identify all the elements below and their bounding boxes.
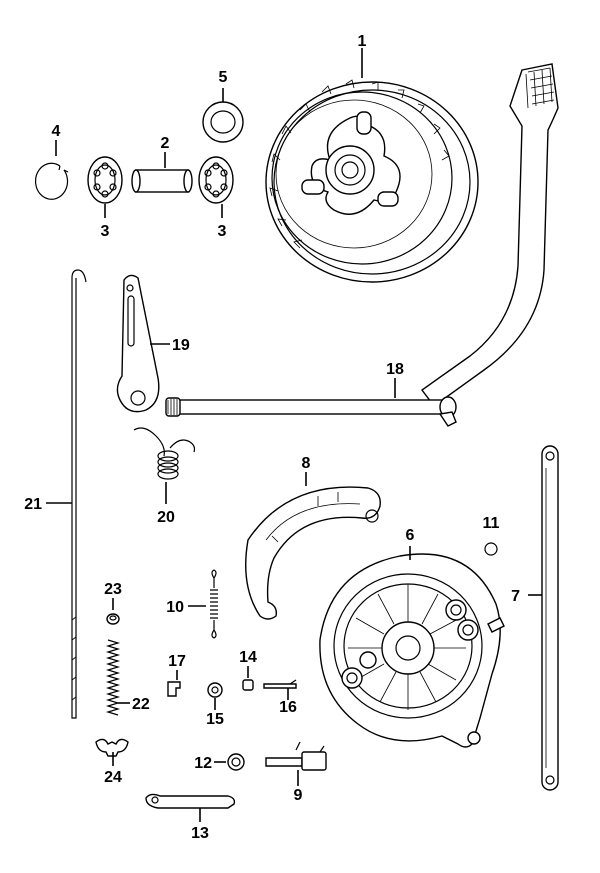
part-22-compression-spring <box>105 639 121 716</box>
callout-15: 15 <box>206 711 224 728</box>
part-24-wing-nut <box>95 738 129 757</box>
part-23-nut <box>106 613 120 625</box>
callout-20: 20 <box>157 509 175 526</box>
callout-4: 4 <box>52 123 61 140</box>
callout-2: 2 <box>161 135 170 152</box>
callout-7: 7 <box>511 588 520 605</box>
callout-12: 12 <box>194 755 212 772</box>
part-5-seal <box>202 101 244 143</box>
kickstart-lever <box>421 63 559 407</box>
callout-23: 23 <box>104 581 122 598</box>
callout-11: 11 <box>483 515 500 532</box>
callout-9: 9 <box>294 787 303 804</box>
part-12-nut <box>227 753 245 771</box>
part-3-bearing-left <box>87 156 123 204</box>
part-19-ratchet-arm <box>116 274 160 413</box>
callout-14: 14 <box>239 649 257 666</box>
part-17-clip <box>167 681 181 697</box>
callout-24: 24 <box>104 769 122 786</box>
part-4-circlip <box>34 162 69 200</box>
callout-10: 10 <box>166 599 184 616</box>
part-2-spacer-sleeve <box>131 169 193 193</box>
part-13-lever <box>145 793 236 809</box>
part-1-wheel-hub <box>265 79 479 283</box>
callout-19: 19 <box>172 337 190 354</box>
callout-5: 5 <box>219 69 228 86</box>
part-18-shaft <box>165 396 457 427</box>
part-11-ring <box>484 542 498 556</box>
part-21-rod <box>71 269 87 719</box>
part-9-cam-bolt <box>265 741 327 771</box>
callout-16: 16 <box>279 699 297 716</box>
part-6-brake-plate <box>319 553 505 748</box>
part-16-pin <box>263 679 297 689</box>
callout-3-right: 3 <box>218 223 227 240</box>
part-10-tension-spring <box>210 569 218 639</box>
part-3-bearing-right <box>198 156 234 204</box>
part-7-link-bar <box>541 445 559 791</box>
callout-21: 21 <box>24 496 42 513</box>
callout-17: 17 <box>168 653 186 670</box>
callout-1: 1 <box>358 33 367 50</box>
part-15-washer <box>207 682 223 698</box>
part-8-brake-shoe <box>245 486 381 620</box>
callout-6: 6 <box>406 527 415 544</box>
callout-18: 18 <box>386 361 404 378</box>
callout-22: 22 <box>132 696 150 713</box>
callout-13: 13 <box>191 825 209 842</box>
callout-3-left: 3 <box>101 223 110 240</box>
part-14-bushing <box>242 679 254 691</box>
callout-8: 8 <box>302 455 311 472</box>
part-20-torsion-spring <box>133 427 196 480</box>
